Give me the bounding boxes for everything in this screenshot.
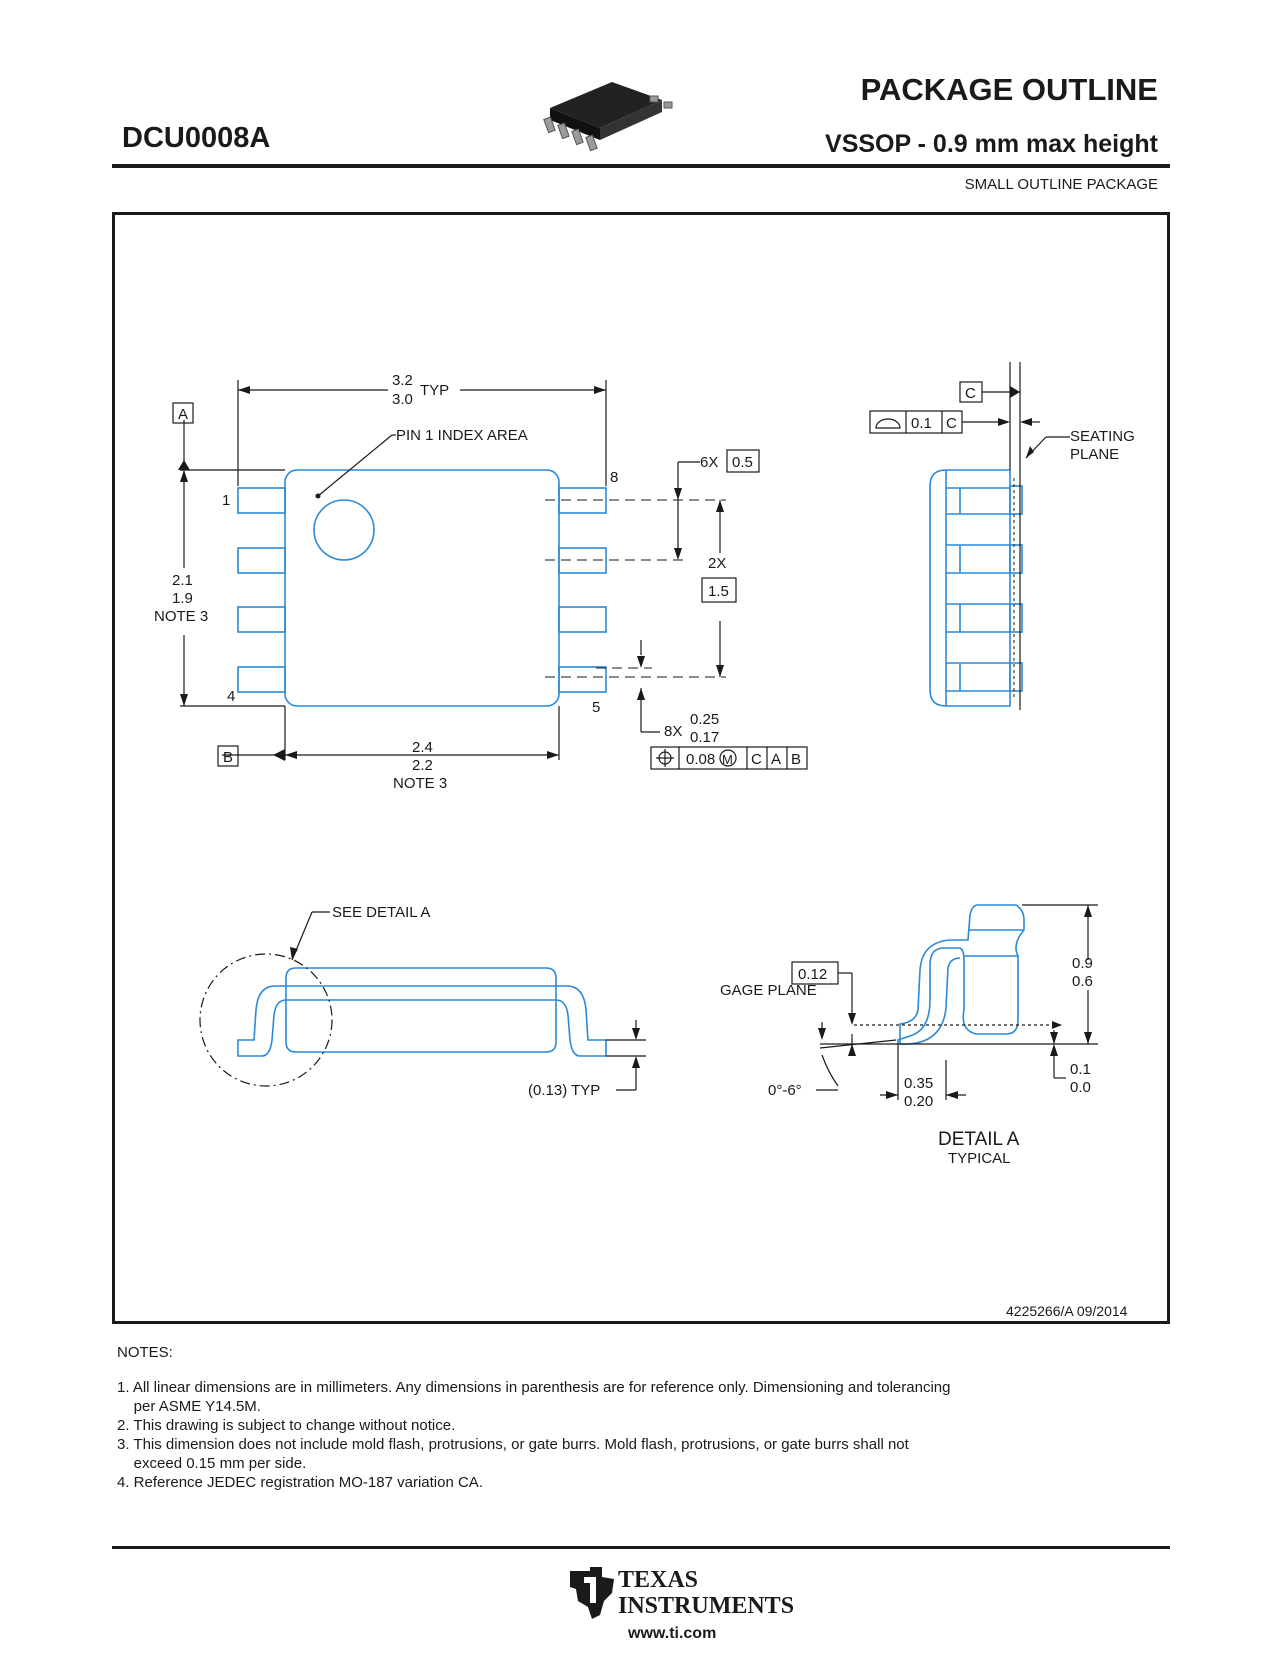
- body-note: NOTE 3: [393, 775, 447, 792]
- package-title: PACKAGE OUTLINE: [860, 72, 1158, 107]
- package-type: SMALL OUTLINE PACKAGE: [964, 176, 1158, 193]
- seating-plane-line-2: PLANE: [1070, 446, 1119, 463]
- notes-list: 1. All linear dimensions are in millimet…: [117, 1378, 1117, 1492]
- flatness-value: 0.1: [911, 415, 932, 432]
- body-min: 2.2: [412, 757, 433, 774]
- datum-a: A: [178, 406, 188, 423]
- see-detail-label: SEE DETAIL A: [332, 904, 430, 921]
- span-value: 1.5: [708, 583, 729, 600]
- note-3: 3. This dimension does not include mold …: [117, 1436, 909, 1472]
- position-tolerance: 0.08: [686, 751, 715, 768]
- note-4: 4. Reference JEDEC registration MO-187 v…: [117, 1474, 483, 1491]
- flatness-datum: C: [946, 415, 957, 432]
- lead-7: [558, 547, 607, 574]
- footer-rule: [112, 1546, 1170, 1549]
- lead-8: [558, 487, 607, 514]
- pin-4-label: 4: [227, 688, 235, 705]
- pin-5-label: 5: [592, 699, 600, 716]
- standoff-min: 0.0: [1070, 1079, 1091, 1096]
- width-max: 3.2: [392, 372, 413, 389]
- height-min-detail: 0.6: [1072, 973, 1093, 990]
- note-1: 1. All linear dimensions are in millimet…: [117, 1379, 951, 1415]
- lead-min: 0.17: [690, 729, 719, 746]
- position-datum-2: A: [771, 751, 781, 768]
- detail-a-title: DETAIL A: [938, 1129, 1020, 1150]
- gage-plane-label: GAGE PLANE: [720, 982, 817, 999]
- lead-count: 8X: [664, 723, 682, 740]
- pin1-index-circle: [313, 499, 375, 561]
- lead-2: [237, 547, 286, 574]
- logo-word-texas: TEXAS: [618, 1567, 699, 1593]
- gage-value: 0.12: [798, 966, 827, 983]
- standoff-ref: (0.13) TYP: [528, 1082, 600, 1099]
- position-datum-3: B: [791, 751, 801, 768]
- datum-b: B: [223, 749, 233, 766]
- foot-max: 0.35: [904, 1075, 933, 1092]
- pitch-count: 6X: [700, 454, 718, 471]
- pin-1-label: 1: [222, 492, 230, 509]
- width-min: 3.0: [392, 391, 413, 408]
- drawing-frame: [112, 212, 1170, 1324]
- ti-logo: TEXAS INSTRUMENTS: [560, 1563, 794, 1653]
- lead-5: [558, 666, 607, 693]
- lead-4: [237, 666, 286, 693]
- logo-word-instruments: INSTRUMENTS: [618, 1593, 795, 1619]
- top-view-outline: [237, 469, 607, 707]
- height-min: 1.9: [172, 590, 193, 607]
- lead-max: 0.25: [690, 711, 719, 728]
- pin-8-label: 8: [610, 469, 618, 486]
- body-max: 2.4: [412, 739, 433, 756]
- package-subtitle: VSSOP - 0.9 mm max height: [825, 130, 1158, 158]
- pitch-value: 0.5: [732, 454, 753, 471]
- top-view-body: [284, 469, 560, 707]
- side-view-outline: [929, 469, 1023, 707]
- lead-6: [558, 606, 607, 633]
- span-count: 2X: [708, 555, 726, 572]
- detail-a-subtitle: TYPICAL: [948, 1150, 1011, 1167]
- standoff-max: 0.1: [1070, 1061, 1091, 1078]
- pin1-label: PIN 1 INDEX AREA: [396, 427, 528, 444]
- lead-3: [237, 606, 286, 633]
- foot-min: 0.20: [904, 1093, 933, 1110]
- seating-plane-line-1: SEATING: [1070, 428, 1135, 445]
- header-rule: [112, 164, 1170, 168]
- front-view-outline: [237, 967, 607, 1057]
- position-datum-1: C: [751, 751, 762, 768]
- angle-label: 0°-6°: [768, 1082, 802, 1099]
- height-max: 2.1: [172, 572, 193, 589]
- height-note: NOTE 3: [154, 608, 208, 625]
- document-reference: 4225266/A 09/2014: [1006, 1303, 1128, 1319]
- package-render-icon: [543, 82, 673, 152]
- width-suffix: TYP: [420, 382, 449, 399]
- footer-url[interactable]: www.ti.com: [628, 1625, 717, 1642]
- lead-1: [237, 487, 286, 514]
- position-modifier: M: [722, 752, 733, 767]
- detail-a-outline: [897, 904, 1025, 1045]
- part-number: DCU0008A: [122, 122, 271, 154]
- height-max-detail: 0.9: [1072, 955, 1093, 972]
- notes-heading: NOTES:: [117, 1344, 173, 1361]
- ti-state-icon: [570, 1567, 614, 1619]
- datum-c: C: [965, 385, 976, 402]
- note-2: 2. This drawing is subject to change wit…: [117, 1417, 456, 1434]
